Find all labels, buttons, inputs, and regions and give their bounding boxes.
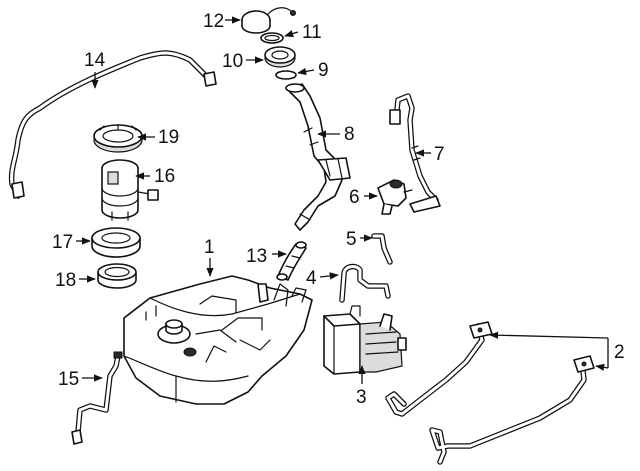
callout-3: 3	[356, 365, 367, 408]
callout-label-12: 12	[203, 11, 224, 32]
callout-17: 17	[52, 232, 91, 253]
leader-arrow-2b	[595, 363, 609, 371]
small-hose[interactable]	[371, 233, 393, 265]
callout-5: 5	[346, 229, 373, 250]
cap-o-ring[interactable]	[260, 32, 284, 44]
callout-4: 4	[306, 268, 339, 289]
callout-16: 16	[135, 166, 175, 187]
callout-label-15: 15	[58, 369, 79, 390]
callout-2: 2	[489, 331, 625, 371]
callout-8: 8	[317, 124, 355, 145]
fuel-tank[interactable]	[123, 275, 313, 405]
vent-tube-lower[interactable]	[71, 351, 123, 445]
callout-7: 7	[415, 144, 445, 165]
callout-9: 9	[297, 60, 329, 81]
callout-label-13: 13	[246, 246, 267, 267]
callout-label-9: 9	[318, 60, 329, 81]
vent-tube-upper[interactable]	[8, 50, 217, 199]
callout-6: 6	[349, 187, 378, 208]
callout-10: 10	[222, 51, 264, 72]
evap-canister[interactable]	[323, 305, 407, 375]
tank-strap-rear[interactable]	[429, 355, 595, 465]
callout-label-11: 11	[302, 22, 322, 43]
fuel-pump-module[interactable]	[101, 159, 159, 221]
callout-label-3: 3	[356, 387, 367, 408]
pump-lock-ring[interactable]	[93, 124, 143, 153]
filler-neck-collar[interactable]	[264, 46, 296, 68]
leader-arrow-2a	[489, 331, 609, 339]
tank-seal-ring[interactable]	[97, 263, 137, 289]
leader-arrow-11	[284, 30, 299, 38]
callout-14: 14	[84, 50, 106, 89]
filler-hose[interactable]	[276, 241, 307, 281]
callout-label-18: 18	[55, 270, 76, 291]
callout-label-4: 4	[306, 268, 317, 289]
callout-13: 13	[246, 246, 287, 267]
callout-18: 18	[55, 270, 96, 291]
fuel-cap[interactable]	[241, 7, 296, 34]
callout-label-6: 6	[349, 187, 360, 208]
leader-arrow-9	[297, 67, 315, 76]
tank-strap-front[interactable]	[385, 321, 493, 417]
callout-label-17: 17	[52, 232, 73, 253]
vent-hose-assembly[interactable]	[389, 93, 441, 213]
gasket-ring[interactable]	[275, 70, 297, 80]
leader-arrow-4	[319, 272, 339, 280]
bent-tube[interactable]	[339, 263, 391, 303]
filler-pipe[interactable]	[285, 83, 351, 231]
callout-label-1: 1	[204, 237, 215, 258]
check-valve[interactable]	[377, 179, 413, 215]
callout-11: 11	[284, 22, 322, 43]
callout-label-7: 7	[434, 144, 445, 165]
callout-1: 1	[204, 237, 215, 277]
callout-label-8: 8	[344, 124, 355, 145]
callout-label-14: 14	[84, 50, 106, 71]
callout-12: 12	[203, 11, 241, 32]
callout-15: 15	[58, 369, 103, 390]
callout-19: 19	[137, 127, 179, 148]
callout-label-5: 5	[346, 229, 357, 250]
callout-label-19: 19	[158, 127, 179, 148]
callout-label-16: 16	[154, 166, 175, 187]
callout-label-10: 10	[222, 51, 243, 72]
callout-label-2: 2	[614, 342, 625, 363]
retainer-collar[interactable]	[91, 227, 141, 258]
